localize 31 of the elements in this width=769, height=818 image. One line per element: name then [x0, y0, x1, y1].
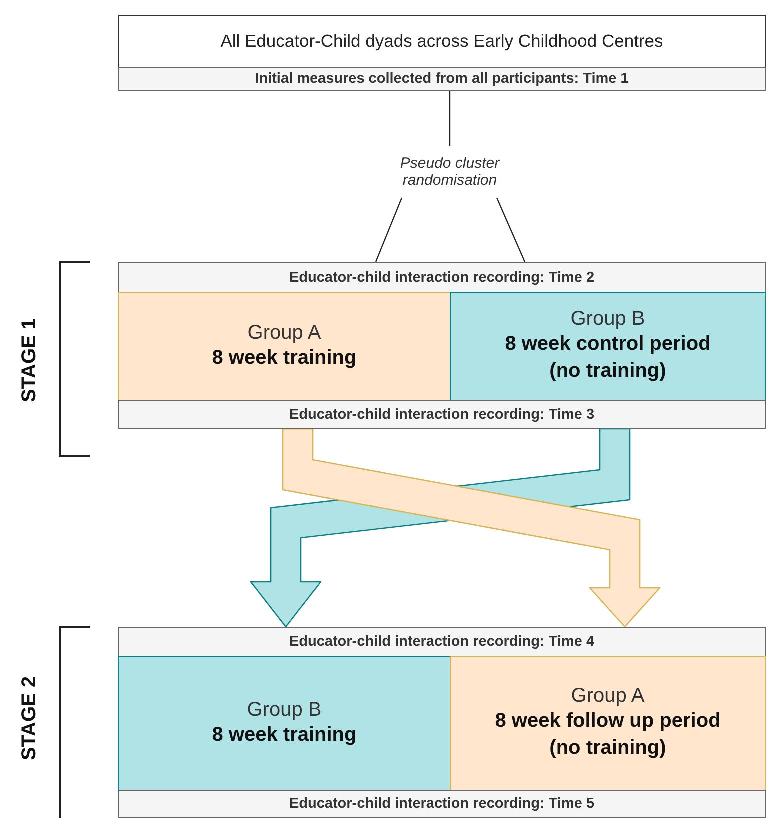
- group-box: [450, 292, 766, 401]
- block-arrow: [282, 428, 661, 628]
- recording-label: Initial measures collected from all participants: Time 1: [255, 71, 629, 87]
- recording-label: Educator-child interaction recording: Time 2: [289, 270, 595, 286]
- group-name: Group B: [247, 698, 322, 722]
- group-box: [450, 656, 766, 791]
- recording-label: Educator-child interaction recording: Time 4: [289, 634, 595, 650]
- group-name: Group B: [570, 308, 646, 331]
- population-label: All Educator-Child dyads across Early Childhood Centres: [220, 31, 664, 52]
- measurement-band: [118, 262, 766, 293]
- stage-label: STAGE 1: [18, 318, 42, 402]
- measurement-band: [118, 67, 766, 91]
- condition-label: 8 week training: [212, 346, 357, 370]
- group-name: Group A: [571, 685, 645, 708]
- randomisation-label: Pseudo cluster randomisation: [399, 155, 501, 189]
- stage-label: STAGE 2: [18, 676, 42, 760]
- condition-label: 8 week control period (no training): [504, 332, 712, 384]
- recording-label: Educator-child interaction recording: Time 3: [289, 406, 595, 422]
- group-box: [118, 292, 451, 401]
- group-box: [118, 656, 451, 791]
- condition-label: 8 week follow up period (no training): [494, 709, 722, 761]
- measurement-band: [118, 400, 766, 429]
- recording-label: Educator-child interaction recording: Time 5: [289, 796, 595, 812]
- condition-label: 8 week training: [212, 722, 357, 748]
- connector-line: [375, 198, 403, 262]
- measurement-band: [118, 790, 766, 818]
- population-box: [118, 15, 766, 68]
- group-name: Group A: [248, 322, 322, 344]
- measurement-band: [118, 627, 766, 657]
- connector-line: [496, 198, 526, 262]
- connector-line: [449, 91, 451, 146]
